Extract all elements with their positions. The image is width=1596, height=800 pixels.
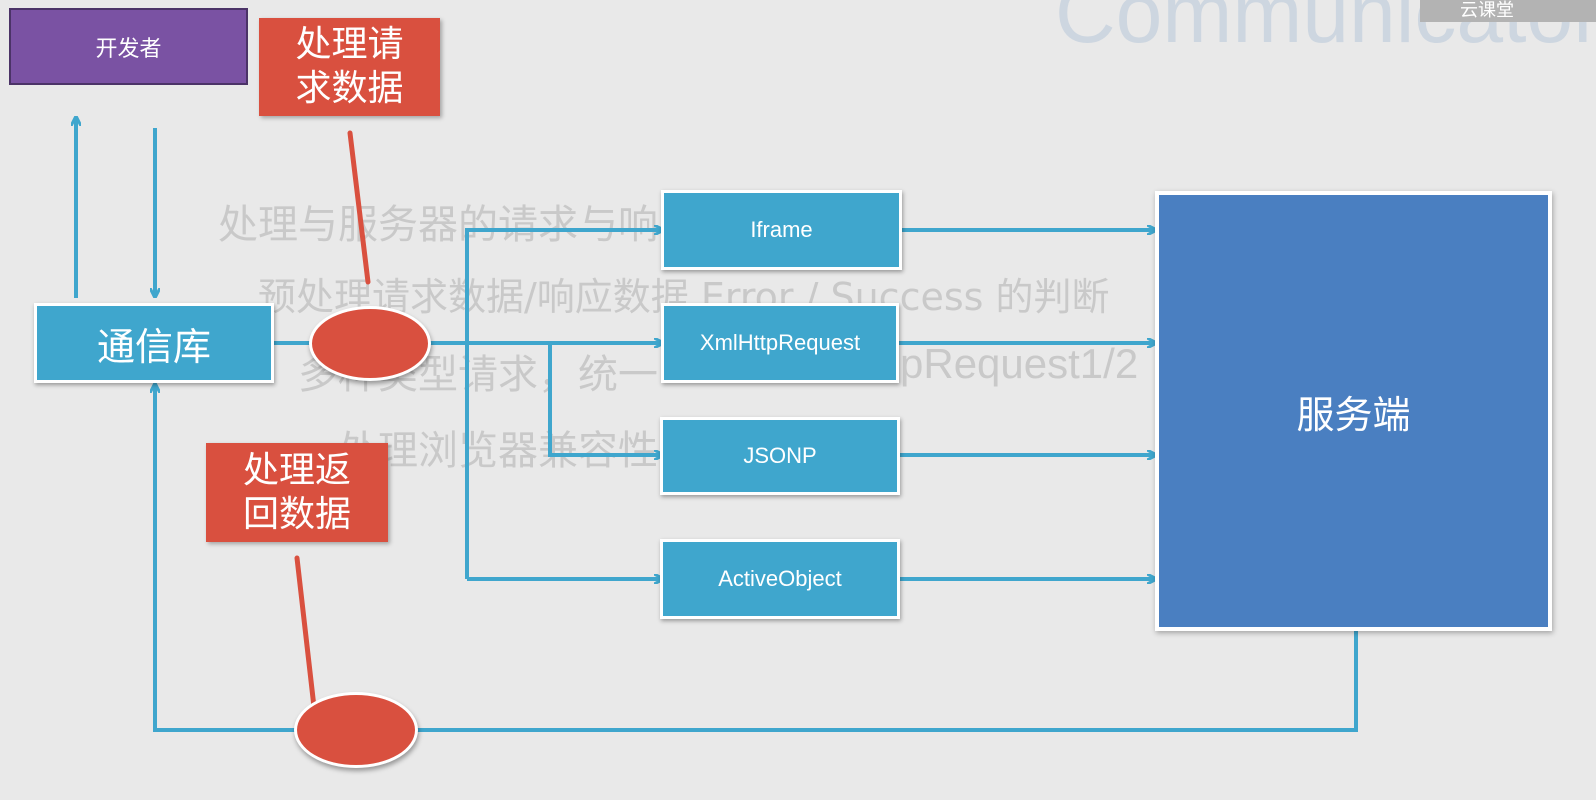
logo-text: 云课堂	[1460, 0, 1514, 21]
note-process-response: 处理返 回数据	[206, 443, 388, 542]
iframe-box: Iframe	[661, 190, 902, 270]
request-processing-node	[309, 306, 431, 381]
bg-line-1: 处理与服务器的请求与响	[218, 202, 658, 248]
arrow-to-jsonp	[548, 343, 662, 455]
bg-line-3b: pRequest1/2	[900, 340, 1139, 387]
return-path	[155, 385, 1358, 732]
comm-lib-label: 通信库	[96, 324, 211, 369]
activeobject-label: ActiveObject	[718, 566, 842, 591]
iframe-label: Iframe	[750, 217, 813, 242]
logo-badge: 云课堂	[1420, 0, 1596, 22]
trunk-left	[465, 230, 662, 343]
xhr-label: XmlHttpRequest	[699, 330, 861, 355]
developer-label: 开发者	[95, 36, 162, 62]
activeobject-box: ActiveObject	[660, 539, 900, 619]
pointer-request	[347, 130, 371, 285]
server-box: 服务端	[1155, 191, 1552, 631]
note-process-request: 处理请 求数据	[259, 18, 440, 116]
pointer-response	[294, 555, 317, 710]
bg-line-4: 处理浏览器兼容性	[338, 428, 658, 474]
xhr-box: XmlHttpRequest	[661, 303, 899, 383]
jsonp-box: JSONP	[660, 417, 900, 495]
comm-lib-box: 通信库	[34, 303, 274, 383]
response-processing-node	[294, 692, 418, 768]
developer-box: 开发者	[9, 8, 248, 85]
jsonp-label: JSONP	[743, 443, 817, 468]
server-label: 服务端	[1296, 392, 1411, 437]
